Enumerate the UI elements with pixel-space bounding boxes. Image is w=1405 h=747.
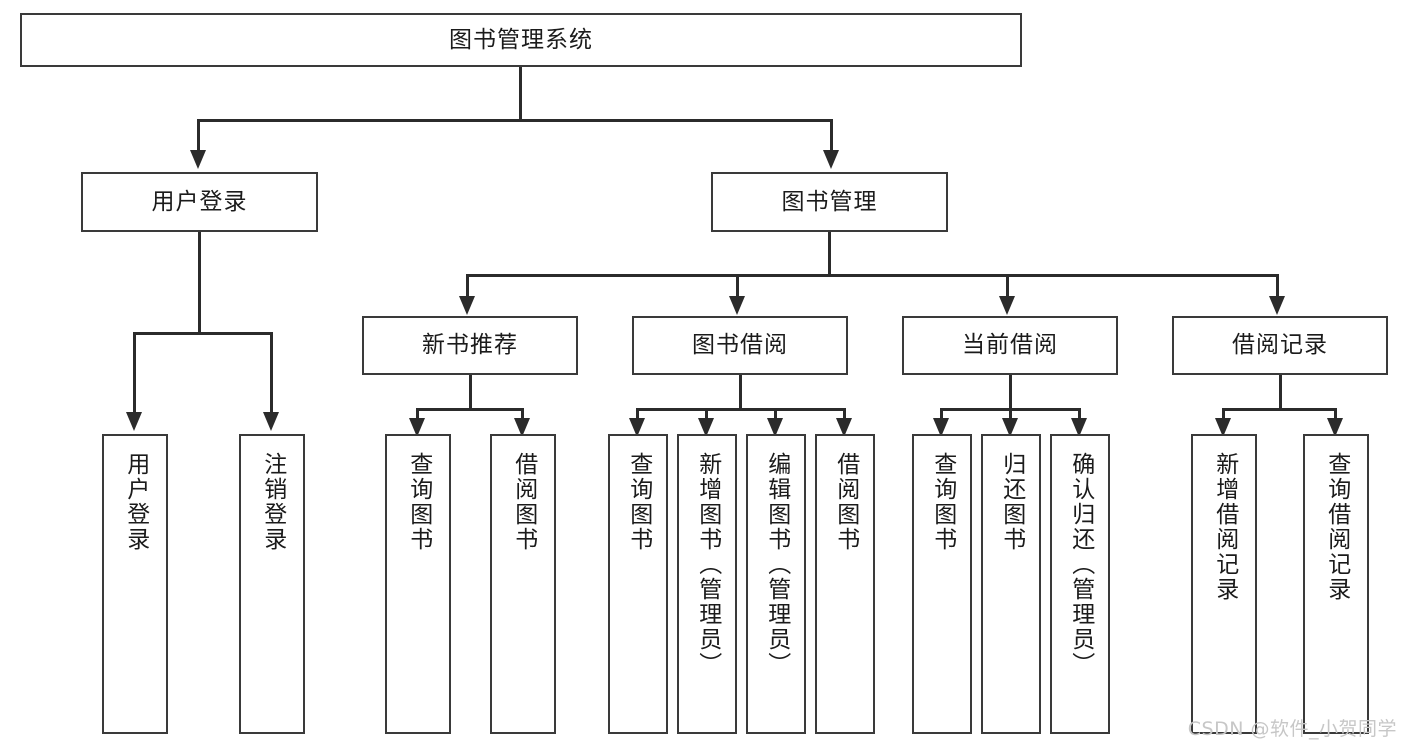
edge-user-login-bus <box>133 332 273 335</box>
arrowhead-cb-leaf-2 <box>1002 418 1018 437</box>
arrowhead-bb-leaf-4 <box>836 418 852 437</box>
leaf-label: 查询图书 <box>929 452 956 552</box>
node-user-login[interactable]: 用户登录 <box>81 172 318 232</box>
leaf-current-borrow-3[interactable]: 确认归还（管理员） <box>1050 434 1110 734</box>
leaf-borrow-record-1[interactable]: 新增借阅记录 <box>1191 434 1257 734</box>
edge-user-login-to-leaf-2 <box>270 332 273 414</box>
leaf-borrow-record-2[interactable]: 查询借阅记录 <box>1303 434 1369 734</box>
leaf-book-borrow-2[interactable]: 新增图书（管理员） <box>677 434 737 734</box>
edge-bb-bus <box>636 408 846 411</box>
edge-bb-to-leaf-3 <box>774 408 777 420</box>
arrowhead-to-book-management <box>823 150 839 169</box>
node-new-book-recommend[interactable]: 新书推荐 <box>362 316 578 375</box>
arrowhead-user-login-leaf-2 <box>263 412 279 431</box>
node-book-borrow[interactable]: 图书借阅 <box>632 316 848 375</box>
leaf-label: 编辑图书（管理员） <box>763 452 790 677</box>
edge-book-management-bus <box>466 274 1278 277</box>
edge-br-to-leaf-1 <box>1222 408 1225 420</box>
edge-user-login-stem <box>198 232 201 332</box>
edge-root-bus <box>197 119 833 122</box>
leaf-new-book-recommend-2[interactable]: 借阅图书 <box>490 434 556 734</box>
arrowhead-br-leaf-2 <box>1327 418 1343 437</box>
arrowhead-bb-leaf-2 <box>698 418 714 437</box>
leaf-user-login-2[interactable]: 注销登录 <box>239 434 305 734</box>
node-borrow-record[interactable]: 借阅记录 <box>1172 316 1388 375</box>
leaf-book-borrow-4[interactable]: 借阅图书 <box>815 434 875 734</box>
edge-root-stem <box>519 67 522 119</box>
leaf-new-book-recommend-1[interactable]: 查询图书 <box>385 434 451 734</box>
node-root-book-management-system[interactable]: 图书管理系统 <box>20 13 1022 67</box>
leaf-label: 查询图书 <box>405 452 432 552</box>
edge-bm-to-book-borrow <box>736 274 739 298</box>
leaf-label: 注销登录 <box>259 452 286 552</box>
node-label: 当前借阅 <box>962 332 1058 359</box>
leaf-current-borrow-1[interactable]: 查询图书 <box>912 434 972 734</box>
leaf-label: 归还图书 <box>998 452 1025 552</box>
edge-cb-stem <box>1009 375 1012 408</box>
edge-cb-to-leaf-2 <box>1009 408 1012 420</box>
node-label: 图书管理 <box>781 188 878 215</box>
leaf-user-login-1[interactable]: 用户登录 <box>102 434 168 734</box>
arrowhead-cb-leaf-3 <box>1071 418 1087 437</box>
edge-nbr-bus <box>416 408 524 411</box>
node-label: 图书管理系统 <box>449 26 593 53</box>
edge-nbr-to-leaf-2 <box>521 408 524 420</box>
edge-bb-stem <box>739 375 742 408</box>
arrowhead-new-book-recommend <box>459 296 475 315</box>
edge-bb-to-leaf-2 <box>705 408 708 420</box>
node-label: 用户登录 <box>151 188 248 215</box>
arrowhead-user-login-leaf-1 <box>126 412 142 431</box>
arrowhead-nbr-leaf-2 <box>514 418 530 437</box>
leaf-label: 确认归还（管理员） <box>1067 452 1094 677</box>
leaf-label: 新增借阅记录 <box>1211 452 1238 602</box>
leaf-label: 查询借阅记录 <box>1323 452 1350 602</box>
arrowhead-br-leaf-1 <box>1215 418 1231 437</box>
node-label: 图书借阅 <box>692 332 788 359</box>
edge-bb-to-leaf-4 <box>843 408 846 420</box>
leaf-book-borrow-3[interactable]: 编辑图书（管理员） <box>746 434 806 734</box>
edge-br-stem <box>1279 375 1282 408</box>
edge-nbr-stem <box>469 375 472 408</box>
leaf-book-borrow-1[interactable]: 查询图书 <box>608 434 668 734</box>
arrowhead-cb-leaf-1 <box>933 418 949 437</box>
edge-bm-to-new-book-recommend <box>466 274 469 298</box>
node-book-management[interactable]: 图书管理 <box>711 172 948 232</box>
edge-bb-to-leaf-1 <box>636 408 639 420</box>
edge-bm-to-borrow-record <box>1276 274 1279 298</box>
arrowhead-bb-leaf-1 <box>629 418 645 437</box>
edge-root-to-book-management <box>830 119 833 152</box>
edge-cb-to-leaf-1 <box>940 408 943 420</box>
arrowhead-nbr-leaf-1 <box>409 418 425 437</box>
node-current-borrow[interactable]: 当前借阅 <box>902 316 1118 375</box>
arrowhead-current-borrow <box>999 296 1015 315</box>
leaf-current-borrow-2[interactable]: 归还图书 <box>981 434 1041 734</box>
edge-nbr-to-leaf-1 <box>416 408 419 420</box>
edge-cb-to-leaf-3 <box>1078 408 1081 420</box>
leaf-label: 新增图书（管理员） <box>694 452 721 677</box>
leaf-label: 用户登录 <box>122 452 149 552</box>
edge-book-management-stem <box>828 232 831 274</box>
arrowhead-book-borrow <box>729 296 745 315</box>
leaf-label: 借阅图书 <box>832 452 859 552</box>
leaf-label: 查询图书 <box>625 452 652 552</box>
arrowhead-borrow-record <box>1269 296 1285 315</box>
edge-br-bus <box>1222 408 1337 411</box>
leaf-label: 借阅图书 <box>510 452 537 552</box>
arrowhead-bb-leaf-3 <box>767 418 783 437</box>
node-label: 新书推荐 <box>422 332 518 359</box>
edge-user-login-to-leaf-1 <box>133 332 136 414</box>
arrowhead-to-user-login <box>190 150 206 169</box>
edge-bm-to-current-borrow <box>1006 274 1009 298</box>
node-label: 借阅记录 <box>1232 332 1328 359</box>
watermark-text: CSDN @软件_小贺同学 <box>1187 718 1397 740</box>
edge-br-to-leaf-2 <box>1334 408 1337 420</box>
edge-root-to-user-login <box>197 119 200 152</box>
